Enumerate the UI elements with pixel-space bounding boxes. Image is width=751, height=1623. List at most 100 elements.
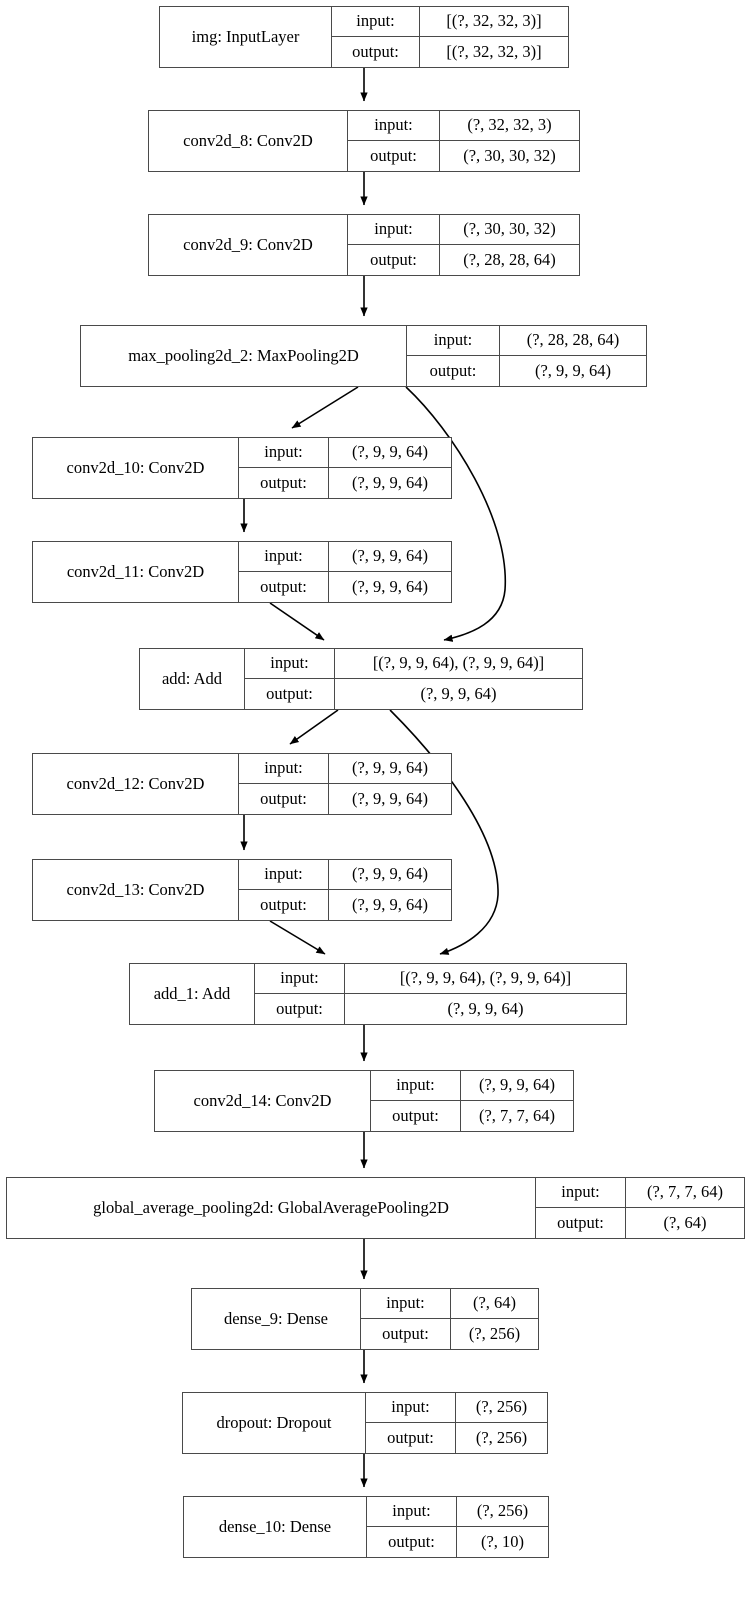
output-row-label: output: [332,37,420,67]
layer-shape-table: input:(?, 64)output:(?, 256) [360,1289,538,1349]
edge-conv2d_11-to-add [269,602,325,641]
layer-name-label: conv2d_12: Conv2D [66,773,205,793]
layer-shape-table: input: (?, 9, 9, 64) output: (?, 7, 7, 64) [370,1071,573,1131]
input-shape-value: (?, 30, 30, 32) [463,219,556,239]
shape-row-output: output: (?, 256) [366,1423,547,1453]
shape-row-output: output:(?, 9, 9, 64) [255,994,626,1024]
layer-shape-table: input:(?, 256)output: (?, 256) [365,1393,547,1453]
layer-node-conv2d_14[interactable]: conv2d_14: Conv2D input: (?, 9, 9, 64) outp… [154,1070,574,1132]
layer-node-conv2d_11[interactable]: conv2d_11: Conv2D input: (?, 9, 9, 64) outp… [32,541,452,603]
input-row-label: input: [239,754,329,783]
output-shape-value: (?, 9, 9, 64) [351,472,429,492]
input-shape-value: (?, 256) [476,1501,529,1521]
layer-node-max_pooling2d_2[interactable]: max_pooling2d_2: MaxPooling2D input:(?, 2… [80,325,647,387]
input-row-label: input: [371,1071,461,1100]
layer-shape-table: input: [(?, 32, 32, 3)] output: [(?, 32, 32… [331,7,568,67]
layer-name-label: dropout: Dropout [216,1412,332,1432]
layer-shape-table: input:(?, 9, 9, 64)output:(?, 9, 9, 64) [238,860,451,920]
layer-node-conv2d_10[interactable]: conv2d_10: Conv2D input: (?, 9, 9, 64) outp… [32,437,452,499]
output-shape-value: (?, 9, 9, 64) [351,788,429,808]
shape-row-output: output: (?, 28, 28, 64) [348,245,579,275]
input-row-label: input: [239,542,329,571]
output-shape-value: (?, 9, 9, 64) [534,360,612,380]
layer-shape-table: input:[(?, 9, 9, 64), (?, 9, 9, 64)]outp… [244,649,582,709]
layer-shape-table: input:(?, 32, 32, 3)output:(?, 30, 30, 3… [347,111,579,171]
output-shape-value: (?, 9, 9, 64) [351,576,429,596]
output-row-label: output: [348,245,440,275]
output-row-label: output: [239,572,329,602]
input-row-label: input: [332,7,420,36]
input-shape-value: (?, 9, 9, 64) [351,758,429,778]
output-shape-value: (?, 7, 7, 64) [478,1105,556,1125]
shape-row-output: output:(?, 30, 30, 32) [348,141,579,171]
shape-row-input: input:(?, 64) [361,1289,538,1319]
output-row-label: output: [536,1208,626,1238]
output-row-label: output: [371,1101,461,1131]
shape-row-input: input:(?, 28, 28, 64) [407,326,646,356]
input-row-label: input: [239,860,329,889]
input-shape-value: (?, 9, 9, 64) [351,546,429,566]
output-shape-value: [(?, 32, 32, 3)] [446,41,542,61]
layer-name-label: conv2d_11: Conv2D [66,561,205,581]
output-row-label: output: [366,1423,456,1453]
output-shape-value: (?, 256) [475,1427,528,1447]
layer-name-label: conv2d_10: Conv2D [66,457,205,477]
input-row-label: input: [255,964,345,993]
layer-name-label: max_pooling2d_2: MaxPooling2D [128,345,359,365]
output-shape-value: (?, 30, 30, 32) [463,145,556,165]
shape-row-output: output:(?, 9, 9, 64) [407,356,646,386]
layer-node-dense_10[interactable]: dense_10: Dense input:(?, 256)output:(?, … [183,1496,549,1558]
input-row-label: input: [245,649,335,678]
shape-row-output: output: [(?, 32, 32, 3)] [332,37,568,67]
input-row-label: input: [348,215,440,244]
layer-node-add_1[interactable]: add_1: Add input:[(?, 9, 9, 64), (?, 9, 9… [129,963,627,1025]
output-shape-value: (?, 10) [480,1531,525,1551]
shape-row-input: input: (?, 30, 30, 32) [348,215,579,245]
layer-shape-table: input: (?, 9, 9, 64) output: (?, 9, 9, 64) [238,542,451,602]
output-row-label: output: [361,1319,451,1349]
layer-name-label: conv2d_14: Conv2D [193,1090,332,1110]
layer-shape-table: input: (?, 9, 9, 64) output: (?, 9, 9, 64) [238,438,451,498]
shape-row-output: output:(?, 64) [536,1208,744,1238]
output-shape-value: (?, 9, 9, 64) [420,683,497,703]
input-row-label: input: [348,111,440,140]
shape-row-input: input:(?, 256) [367,1497,548,1527]
output-row-label: output: [239,784,329,814]
input-shape-value: (?, 9, 9, 64) [478,1075,556,1095]
shape-row-input: input:(?, 9, 9, 64) [239,860,451,890]
shape-row-input: input: [(?, 32, 32, 3)] [332,7,568,37]
shape-row-input: input: (?, 9, 9, 64) [239,438,451,468]
shape-row-output: output: (?, 7, 7, 64) [371,1101,573,1131]
layer-node-dropout[interactable]: dropout: Dropout input:(?, 256)output: (?,… [182,1392,548,1454]
output-row-label: output: [239,468,329,498]
input-row-label: input: [366,1393,456,1422]
layer-name-label: img: InputLayer [191,26,300,46]
input-row-label: input: [239,438,329,467]
layer-name-label: dense_10: Dense [218,1516,332,1536]
shape-row-output: output: (?, 9, 9, 64) [239,784,451,814]
shape-row-input: input:(?, 256) [366,1393,547,1423]
edge-max_pooling2d_2-to-conv2d_10 [291,386,359,429]
output-shape-value: (?, 28, 28, 64) [463,249,556,269]
output-shape-value: (?, 9, 9, 64) [351,894,429,914]
shape-row-output: output:(?, 10) [367,1527,548,1557]
input-shape-value: [(?, 32, 32, 3)] [446,11,542,31]
layer-name-label: add_1: Add [153,983,231,1003]
shape-row-input: input: (?, 9, 9, 64) [239,754,451,784]
layer-node-global_average_pooling2d[interactable]: global_average_pooling2d: GlobalAverageP… [6,1177,745,1239]
input-shape-value: (?, 9, 9, 64) [351,442,429,462]
input-row-label: input: [361,1289,451,1318]
shape-row-output: output:(?, 9, 9, 64) [245,679,582,709]
layer-shape-table: input:[(?, 9, 9, 64), (?, 9, 9, 64)]outp… [254,964,626,1024]
shape-row-input: input: (?, 9, 9, 64) [239,542,451,572]
shape-row-input: input:[(?, 9, 9, 64), (?, 9, 9, 64)] [255,964,626,994]
input-shape-value: (?, 28, 28, 64) [526,330,620,350]
shape-row-input: input: (?, 9, 9, 64) [371,1071,573,1101]
